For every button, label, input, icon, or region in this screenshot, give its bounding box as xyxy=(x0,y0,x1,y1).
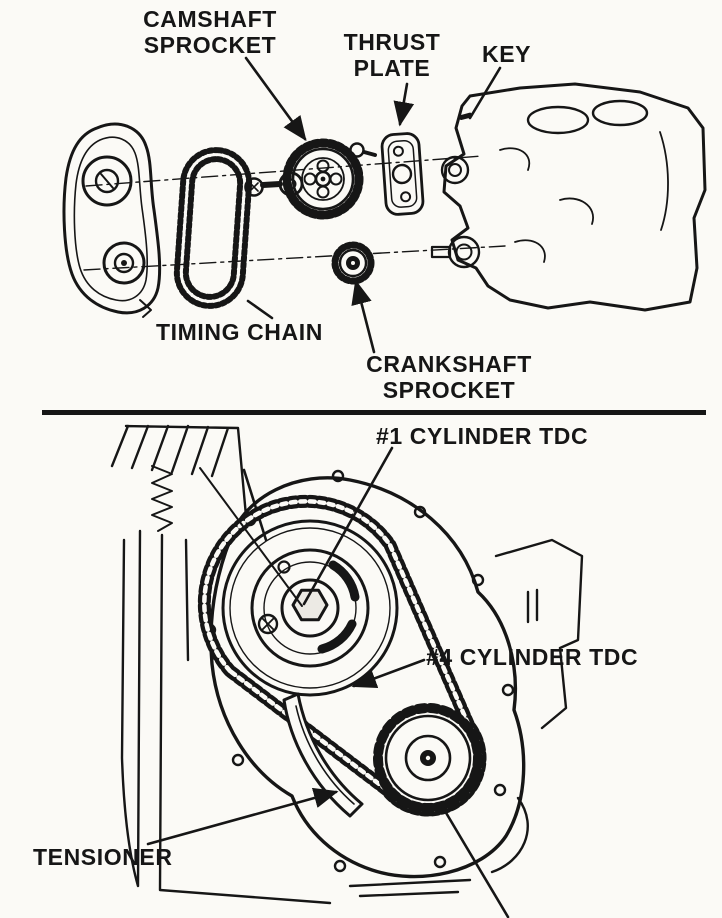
cyl1-tdc-label: #1 CYLINDER TDC xyxy=(376,423,589,449)
timing-chain-exploded xyxy=(173,147,253,309)
tensioner-part xyxy=(282,692,364,818)
camshaft-sprocket-assembled xyxy=(221,519,399,697)
camshaft-sprocket-label: CAMSHAFT SPROCKET xyxy=(143,6,277,58)
engine-block xyxy=(430,82,707,312)
cyl1-tdc-leader xyxy=(302,446,394,606)
cyl4-tdc-leader xyxy=(351,658,426,689)
thrust-plate-part xyxy=(380,132,425,216)
leader-lines-top xyxy=(244,56,502,354)
camshaft-hex-nut xyxy=(291,588,329,622)
leader-lines-bottom xyxy=(146,446,510,918)
timing-chain-label: TIMING CHAIN xyxy=(156,319,323,345)
cyl4-tdc-label: #4 CYLINDER TDC xyxy=(426,644,639,670)
section-divider xyxy=(42,410,706,415)
crankshaft-sprocket-leader xyxy=(351,279,376,354)
alignment-line xyxy=(199,467,303,607)
drive-spring xyxy=(151,465,173,532)
chain-housing xyxy=(203,469,526,879)
thrust-plate-leader xyxy=(393,82,415,127)
camshaft-bolt xyxy=(244,177,283,197)
camshaft-sprocket-leader xyxy=(244,56,307,142)
unlabeled-leader xyxy=(440,804,510,918)
key-leader xyxy=(468,66,502,120)
crankshaft-sprocket-assembled xyxy=(373,703,483,813)
timing-chain-leader xyxy=(246,299,274,320)
tensioner-label: TENSIONER xyxy=(33,844,173,870)
camshaft-sprocket-part xyxy=(282,138,364,220)
tensioner-leader xyxy=(146,787,339,846)
timing-cover xyxy=(62,122,162,318)
crankshaft-sprocket-label: CRANKSHAFT SPROCKET xyxy=(366,351,532,403)
crankshaft-sprocket-part xyxy=(331,241,375,285)
key-label: KEY xyxy=(482,41,532,67)
thrust-plate-bolt xyxy=(349,142,377,158)
thrust-plate-label: THRUST PLATE xyxy=(343,29,441,81)
key-part xyxy=(459,112,473,121)
